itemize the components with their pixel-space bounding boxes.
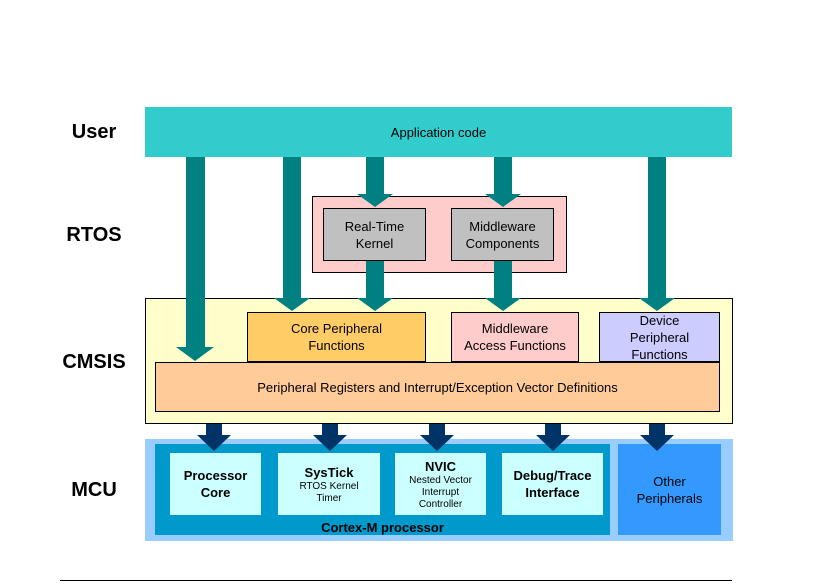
systick-sub-line1: RTOS Kernel [299,480,359,492]
middleware-access-functions-box: Middleware Access Functions [451,312,579,362]
processor-core-line2: Core [200,485,231,500]
peripheral-registers-bar: Peripheral Registers and Interrupt/Excep… [155,362,720,412]
nvic-box: NVIC Nested Vector Interrupt Controller [395,453,486,515]
debug-trace-line2: Interface [525,485,580,500]
middleware-components-line2: Components [465,235,540,251]
device-peripheral-line2: Peripheral [629,329,690,345]
other-peripherals-line1: Other [653,473,686,489]
systick-sub-line2: Timer [316,492,342,504]
core-peripheral-functions-box: Core Peripheral Functions [247,312,426,362]
systick-title: SysTick [304,464,354,480]
device-peripheral-functions-box: Device Peripheral Functions [599,312,720,362]
middleware-components-box: Middleware Components [451,208,554,261]
application-code-label: Application code [390,124,487,140]
application-code-bar: Application code [145,107,732,157]
real-time-kernel-line2: Kernel [355,235,394,251]
middleware-access-line2: Access Functions [464,338,566,353]
layer-label-user: User [71,120,117,143]
middleware-access-line1: Middleware [481,321,549,336]
layer-label-mcu: MCU [71,478,117,501]
device-peripheral-line1: Device [639,312,680,328]
other-peripherals-box: Other Peripherals [618,444,721,535]
other-peripherals-line2: Peripherals [636,490,703,506]
arrow-app-to-device-peripheral [639,157,675,311]
processor-core-box: Processor Core [170,453,261,515]
nvic-sub-line2: Interrupt [421,486,460,498]
nvic-title: NVIC [424,458,457,474]
real-time-kernel-box: Real-Time Kernel [323,208,426,261]
real-time-kernel-line1: Real-Time [344,218,405,234]
device-peripheral-line3: Functions [631,346,688,362]
nvic-sub-line3: Controller [418,498,463,510]
debug-trace-box: Debug/Trace Interface [502,453,603,515]
cortex-m-processor-label: Cortex-M processor [321,519,444,535]
core-peripheral-line1: Core Peripheral [290,321,383,336]
layer-label-rtos: RTOS [66,223,122,246]
processor-core-line1: Processor [183,468,248,483]
bottom-rule [60,580,732,581]
nvic-sub-line1: Nested Vector [409,474,472,486]
systick-box: SysTick RTOS Kernel Timer [278,453,380,515]
arrow-app-to-core-peripheral [274,157,310,311]
debug-trace-line1: Debug/Trace [513,468,592,483]
layer-label-cmsis: CMSIS [62,350,126,373]
peripheral-registers-label: Peripheral Registers and Interrupt/Excep… [257,379,618,395]
core-peripheral-line2: Functions [308,338,365,353]
middleware-components-line1: Middleware [469,218,536,234]
